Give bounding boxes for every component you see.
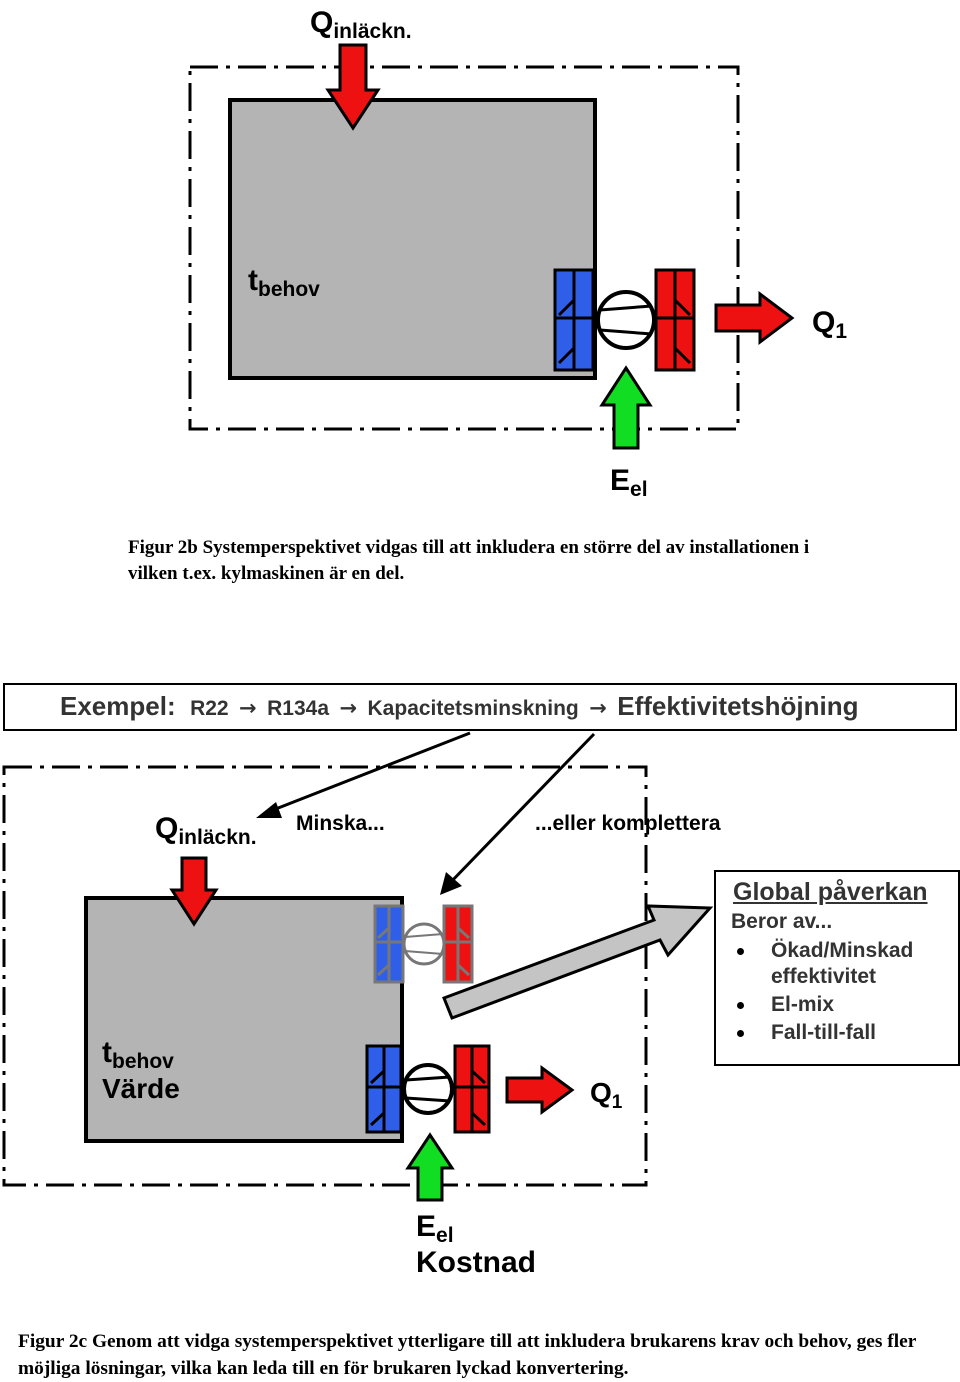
minska-label: Minska... <box>296 812 385 835</box>
example-label: Exempel: <box>60 691 176 721</box>
q1-label-top: Q1 <box>812 306 847 343</box>
varde-label: Värde <box>102 1073 180 1104</box>
pointer-arrow-minska <box>267 731 471 814</box>
figure-caption-2b: Figur 2b Systemperspektivet vidgas till … <box>128 537 810 584</box>
komplettera-label: ...eller komplettera <box>535 812 721 835</box>
system-boundary-bottom <box>2 765 648 1187</box>
e-el-label-top: Eel <box>610 464 648 501</box>
list-item: Ökad/Minskad effektivitet <box>731 938 951 990</box>
chiller-unit-added <box>373 904 474 984</box>
arrow-right-icon: → <box>239 696 257 720</box>
global-impact-arrow <box>442 904 714 1020</box>
q1-label-bottom: Q1 <box>590 1077 623 1113</box>
example-text: Exempel: R22 → R134a → Kapacitetsminskni… <box>60 691 859 722</box>
global-impact-list: Ökad/Minskad effektivitet El-mix Fall-ti… <box>731 938 951 1048</box>
q-inlackn-label-bottom: Qinläckn. <box>155 812 257 849</box>
global-impact-title: Global påverkan <box>733 878 928 906</box>
t-behov-label-bottom: tbehov <box>102 1036 174 1073</box>
global-impact-box <box>714 870 960 1066</box>
q-inlackn-label-top: Qinläckn. <box>310 6 412 43</box>
e-el-label-bottom: Eel <box>416 1210 454 1247</box>
arrow-right-icon: → <box>339 696 358 720</box>
heat-out-arrow-bottom <box>505 1065 575 1115</box>
room-box-bottom <box>84 896 404 1143</box>
effektivitet-label: Effektivitetshöjning <box>617 691 859 721</box>
heat-leak-arrow-bottom <box>169 856 219 927</box>
heat-out-arrow-top <box>714 291 795 345</box>
t-behov-label-top: tbehov <box>248 264 320 301</box>
list-item: Fall-till-fall <box>731 1020 951 1046</box>
heat-leak-arrow-top <box>325 43 381 131</box>
chiller-unit-top <box>553 268 696 372</box>
kostnad-label: Kostnad <box>416 1246 536 1279</box>
refrigerant-r22: R22 <box>190 697 229 720</box>
list-item: El-mix <box>731 992 951 1018</box>
refrigerant-r134a: R134a <box>267 697 329 720</box>
electric-energy-arrow-top <box>599 365 653 450</box>
arrow-right-icon: → <box>589 696 607 720</box>
system-boundary-top <box>188 65 740 431</box>
figure-caption-2c: Figur 2c Genom att vidga systemperspekti… <box>18 1331 917 1379</box>
example-box <box>3 683 957 731</box>
pointer-arrow-komplettera <box>446 732 596 887</box>
chiller-unit-bottom <box>365 1044 491 1134</box>
kapacitet-label: Kapacitetsminskning <box>367 697 579 720</box>
global-impact-subtitle: Beror av... <box>731 910 833 933</box>
electric-energy-arrow-bottom <box>405 1132 455 1202</box>
room-box-top <box>228 98 597 380</box>
